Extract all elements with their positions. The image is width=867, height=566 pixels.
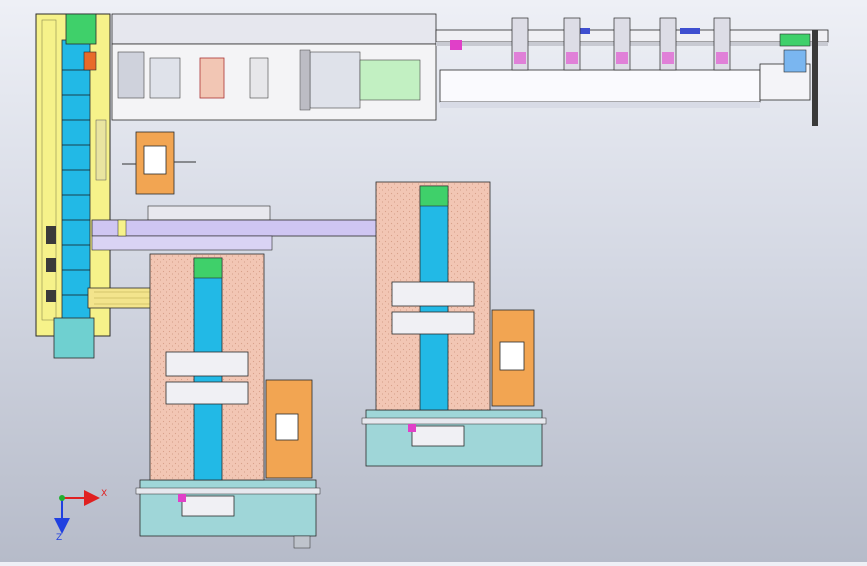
top-overhead-rail (435, 28, 829, 126)
right-station-base (361, 409, 547, 467)
right-station-control-panel (491, 309, 535, 407)
gripper-tips (514, 52, 728, 64)
left-control-panel (122, 131, 196, 195)
feed-bar-lavender (91, 205, 423, 251)
right-station-plate (375, 181, 491, 447)
axis-label-z: Z (56, 533, 62, 543)
left-frame-column (35, 13, 111, 359)
axis-triad: X Z (54, 489, 107, 543)
top-machine-body (111, 13, 437, 121)
axis-label-x: X (101, 489, 107, 499)
axis-origin-icon (59, 495, 65, 501)
left-station-control-panel (265, 379, 313, 479)
left-station-plate (149, 253, 265, 517)
